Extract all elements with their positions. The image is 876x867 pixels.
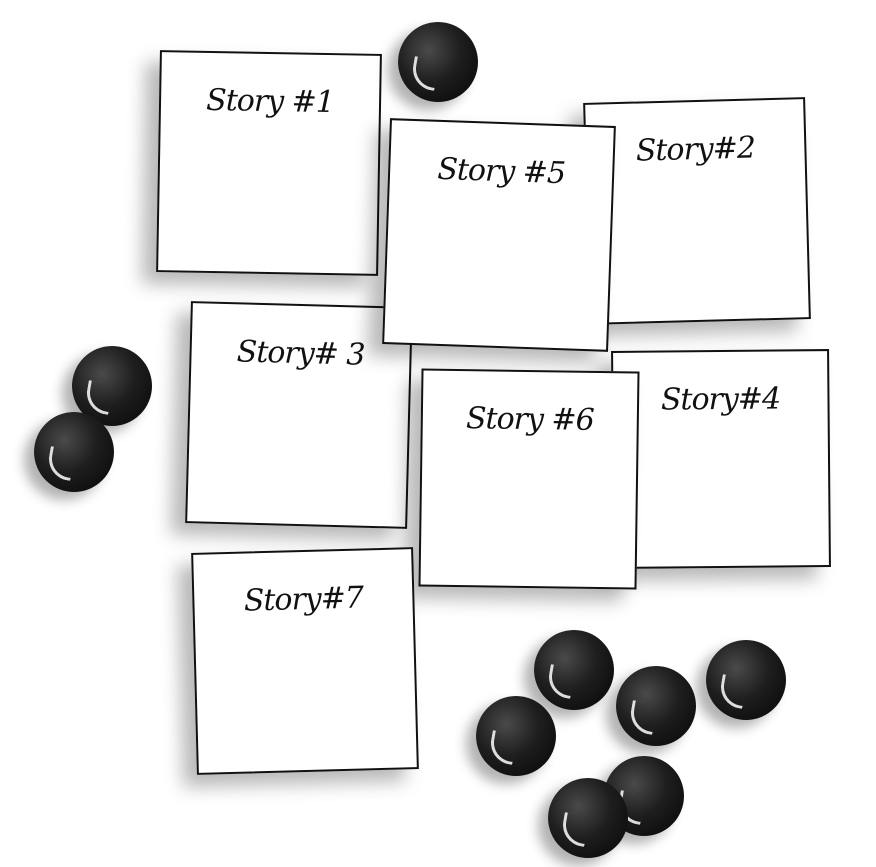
magnet-icon[interactable] bbox=[398, 22, 478, 102]
note-story-1[interactable]: Story #1 bbox=[156, 50, 382, 276]
magnet-icon[interactable] bbox=[34, 412, 114, 492]
magnet-icon[interactable] bbox=[616, 666, 696, 746]
note-label: Story#7 bbox=[243, 580, 364, 619]
note-story-3[interactable]: Story# 3 bbox=[185, 301, 413, 529]
note-story-2[interactable]: Story#2 bbox=[583, 97, 811, 325]
note-story-5[interactable]: Story #5 bbox=[382, 118, 616, 352]
note-label: Story #5 bbox=[436, 151, 566, 192]
magnet-icon[interactable] bbox=[534, 630, 614, 710]
note-story-6[interactable]: Story #6 bbox=[418, 368, 640, 590]
magnet-icon[interactable] bbox=[706, 640, 786, 720]
note-label: Story #1 bbox=[205, 82, 335, 121]
note-story-7[interactable]: Story#7 bbox=[191, 547, 419, 775]
note-label: Story# 3 bbox=[236, 334, 365, 373]
note-label: Story #6 bbox=[465, 401, 594, 438]
magnet-icon[interactable] bbox=[476, 696, 556, 776]
note-label: Story#2 bbox=[635, 130, 756, 169]
magnet-icon[interactable] bbox=[548, 778, 628, 858]
note-label: Story#4 bbox=[660, 381, 781, 418]
note-story-4[interactable]: Story#4 bbox=[611, 349, 831, 569]
